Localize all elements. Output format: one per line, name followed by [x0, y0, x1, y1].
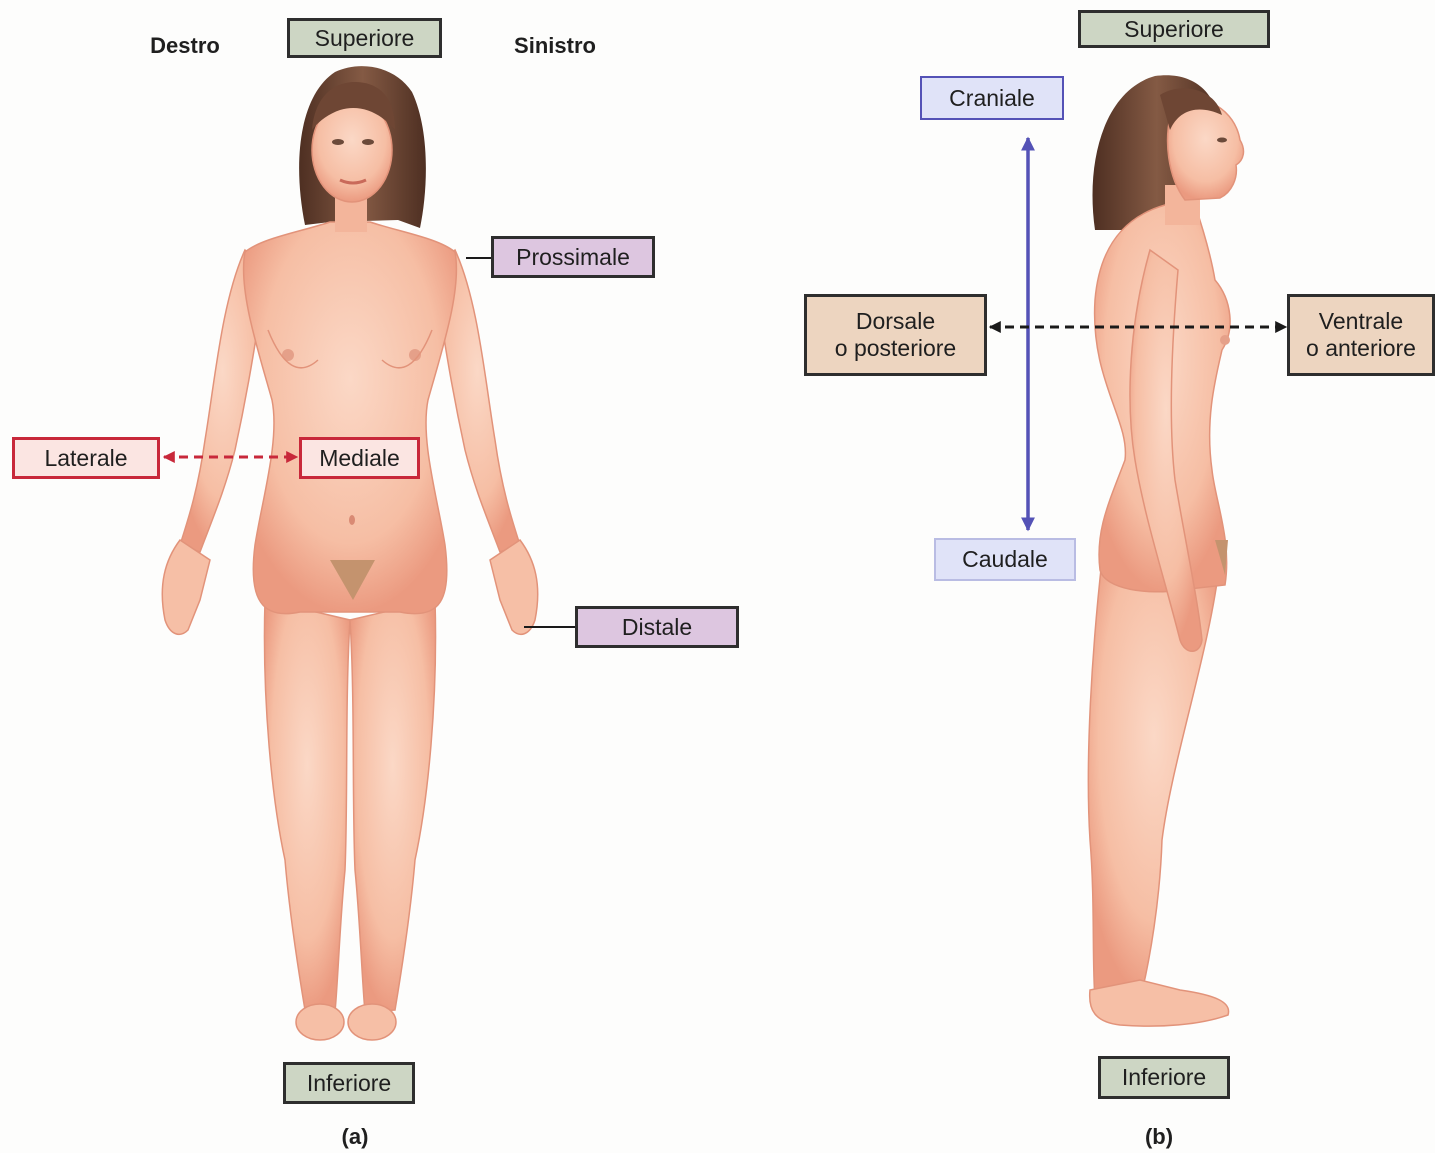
superior-label-b: Superiore: [1078, 10, 1270, 48]
side-figure: [1088, 75, 1243, 1026]
cranial-label: Craniale: [920, 76, 1064, 120]
front-left-foot: [296, 1004, 344, 1040]
distal-label: Distale: [575, 606, 739, 648]
dorsal-label-line1: Dorsale: [856, 308, 935, 335]
front-navel: [349, 515, 355, 525]
front-right-leg: [350, 600, 436, 1012]
ventral-label-line2: o anteriore: [1306, 335, 1416, 362]
side-eye: [1217, 138, 1227, 143]
dorsal-label: Dorsale o posteriore: [804, 294, 987, 376]
lateral-label: Laterale: [12, 437, 160, 479]
ventral-label: Ventrale o anteriore: [1287, 294, 1435, 376]
superior-label-a: Superiore: [287, 18, 442, 58]
front-right-foot: [348, 1004, 396, 1040]
left-side-label: Sinistro: [500, 30, 610, 60]
side-nipple: [1220, 335, 1230, 345]
ventral-label-line1: Ventrale: [1319, 308, 1403, 335]
medial-label: Mediale: [299, 437, 420, 479]
front-right-hand: [162, 540, 210, 634]
front-left-hand: [490, 540, 538, 634]
caption-b: (b): [1134, 1122, 1184, 1150]
right-side-label: Destro: [140, 30, 230, 60]
caption-a: (a): [330, 1122, 380, 1150]
front-eye-left: [362, 139, 374, 145]
front-eye-right: [332, 139, 344, 145]
front-torso: [244, 222, 457, 614]
dorsal-label-line2: o posteriore: [835, 335, 956, 362]
inferior-label-b: Inferiore: [1098, 1056, 1230, 1099]
proximal-label: Prossimale: [491, 236, 655, 278]
front-left-leg: [264, 600, 350, 1012]
front-figure: [162, 66, 537, 1040]
caudal-label: Caudale: [934, 538, 1076, 581]
inferior-label-a: Inferiore: [283, 1062, 415, 1104]
side-foot: [1090, 980, 1229, 1026]
